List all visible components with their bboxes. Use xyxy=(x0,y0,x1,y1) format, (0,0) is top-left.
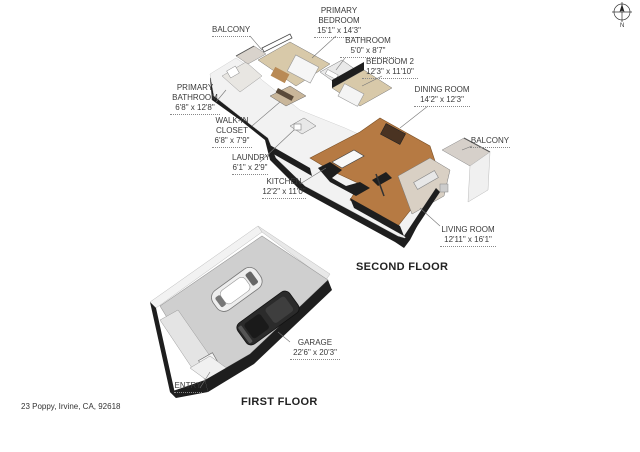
first-floor-model xyxy=(149,225,332,398)
leader-primary-bedroom xyxy=(311,35,337,59)
label-primary-bedroom: PRIMARY BEDROOM 15'1" x 14'3" xyxy=(314,6,364,38)
first-floor-title: FIRST FLOOR xyxy=(241,396,318,408)
second-floor-model xyxy=(209,33,491,248)
exterior-wall-front xyxy=(268,144,312,176)
second-floor-title: SECOND FLOOR xyxy=(356,261,449,273)
white-car xyxy=(211,267,263,312)
label-garage: GARAGE 22'6" x 20'3" xyxy=(290,338,340,360)
kitchen-counter xyxy=(318,162,370,196)
room-dims: 12'3" x 11'10" xyxy=(366,67,414,76)
leader-balcony-left xyxy=(249,35,263,51)
room-dims: 5'0" x 8'7" xyxy=(350,46,386,55)
bedroom2-wall xyxy=(332,62,364,88)
label-primary-bathroom: PRIMARY BATHROOM 6'8" x 12'8" xyxy=(170,83,220,115)
label-laundry: LAUNDRY 6'1" x 2'9" xyxy=(232,153,271,175)
dining-table xyxy=(380,123,406,145)
room-name: PRIMARY xyxy=(176,83,214,92)
primary-bathroom-floor xyxy=(221,61,263,93)
room-name: LIVING ROOM xyxy=(441,225,495,234)
leader-dining xyxy=(399,105,429,129)
room-name: KITCHEN xyxy=(266,177,302,186)
balcony-left-rail xyxy=(235,45,255,57)
room-name-line2: CLOSET xyxy=(215,126,248,135)
label-walk-in-closet: WALK-IN CLOSET 6'8" x 7'9" xyxy=(212,116,252,148)
exterior-wall-right xyxy=(404,188,440,240)
room-dims: 6'8" x 12'8" xyxy=(175,103,215,112)
label-bedroom2: BEDROOM 2 12'3" x 11'10" xyxy=(362,57,418,79)
leader-closet xyxy=(251,101,281,127)
exterior-wall-living xyxy=(350,198,404,236)
garage-front-edge xyxy=(205,280,332,392)
label-bathroom: BATHROOM 5'0" x 8'7" xyxy=(340,36,396,58)
room-dims: 15'1" x 14'3" xyxy=(317,26,361,35)
label-dining-room: DINING ROOM 14'2" x 12'3" xyxy=(414,85,470,107)
room-name: ENTRY xyxy=(174,381,202,390)
label-balcony-right: BALCONY xyxy=(470,136,510,148)
label-kitchen: KITCHEN 12'2" x 11'0" xyxy=(262,177,306,199)
compass-north-label: N xyxy=(620,23,625,29)
kitchen-island xyxy=(331,149,365,169)
primary-bedroom-bed xyxy=(286,54,320,84)
room-name-line2: BATHROOM xyxy=(172,93,218,102)
bedroom2-bed xyxy=(337,83,365,107)
room-name: WALK-IN xyxy=(215,116,249,125)
room-dims: 6'1" x 2'9" xyxy=(232,163,268,172)
closet-hanging-rack xyxy=(275,88,294,101)
room-name: PRIMARY xyxy=(320,6,358,15)
room-dims: 12'11" x 16'1" xyxy=(444,235,492,244)
room-dims: 12'2" x 11'0" xyxy=(262,187,306,196)
garage-left-wall-dark xyxy=(150,302,176,398)
room-dims: 14'2" x 12'3" xyxy=(420,95,464,104)
property-address: 23 Poppy, Irvine, CA, 92618 xyxy=(21,402,121,411)
stair-rail xyxy=(375,173,385,197)
leader-living xyxy=(419,207,441,227)
room-name: DINING ROOM xyxy=(414,85,470,94)
label-entry: ENTRY xyxy=(174,381,202,393)
primary-bedroom-windows xyxy=(261,33,293,53)
room-dims: 6'8" x 7'9" xyxy=(214,136,250,145)
primary-bedroom-rug xyxy=(270,66,290,84)
room-name: BALCONY xyxy=(470,136,510,145)
leader-bathroom xyxy=(335,57,346,71)
primary-bathroom-tub xyxy=(226,65,240,79)
living-room-chair xyxy=(439,183,449,193)
room-name-line2: BEDROOM xyxy=(318,16,360,25)
leader-garage xyxy=(277,331,291,343)
room-name: BATHROOM xyxy=(345,36,391,45)
balcony-right-wall xyxy=(467,151,491,203)
laundry-washer xyxy=(293,123,302,131)
stair-opening xyxy=(372,172,392,186)
black-car xyxy=(236,290,300,346)
living-room-sofa xyxy=(413,170,439,190)
room-dims: 22'6" x 20'3" xyxy=(293,348,337,357)
label-living-room: LIVING ROOM 12'11" x 16'1" xyxy=(440,225,496,247)
room-name: GARAGE xyxy=(297,338,333,347)
room-name: BALCONY xyxy=(212,25,251,34)
room-name: LAUNDRY xyxy=(232,153,271,162)
label-balcony-left: BALCONY xyxy=(212,25,250,37)
room-name: BEDROOM 2 xyxy=(365,57,414,66)
compass-icon xyxy=(612,2,632,22)
